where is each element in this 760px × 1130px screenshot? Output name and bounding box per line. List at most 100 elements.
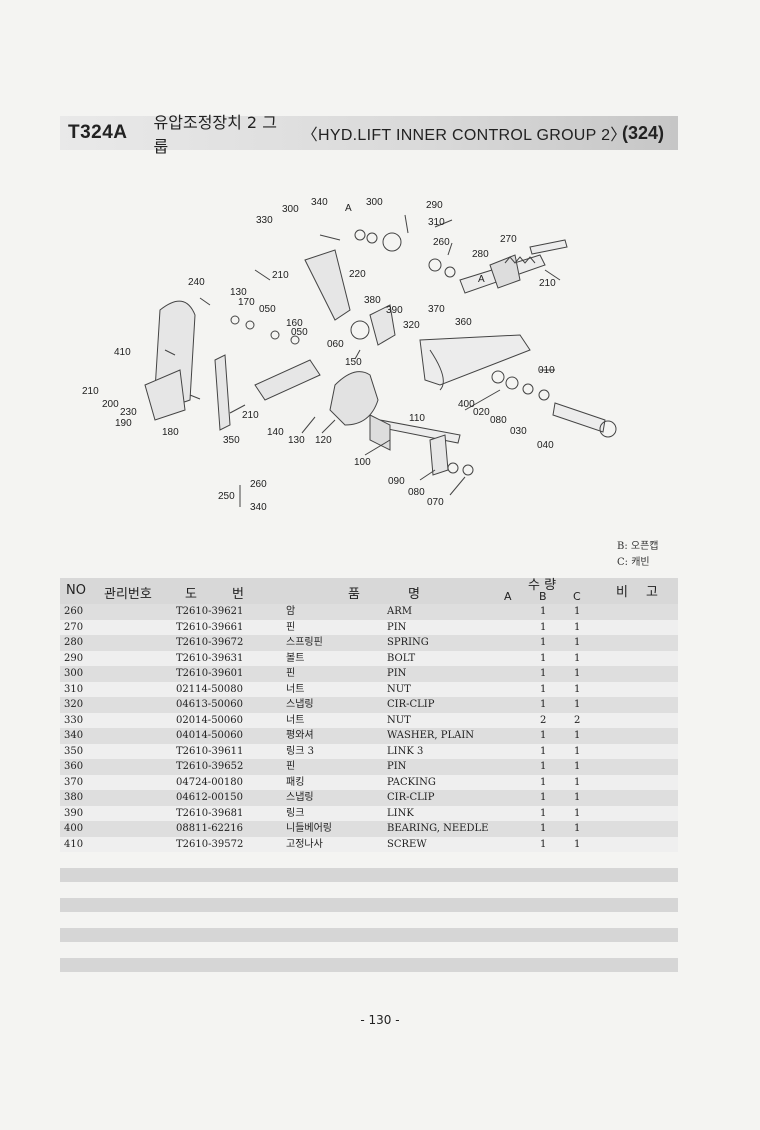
part-number: 04612-00150 xyxy=(176,792,244,803)
callout-label: 390 xyxy=(386,305,403,316)
part-name-korean: 평와셔 xyxy=(286,730,314,741)
callout-label: 050 xyxy=(291,327,308,338)
legend-b: B: 오픈캡 xyxy=(617,541,659,552)
part-no: 270 xyxy=(64,621,84,633)
part-no: 390 xyxy=(64,807,84,819)
callout-label: 160 xyxy=(286,318,303,329)
header-qty: 수 량 xyxy=(528,578,557,593)
callout-label: 230 xyxy=(120,407,137,418)
part-name-english: PIN xyxy=(387,761,407,772)
qty-c: 1 xyxy=(574,730,581,741)
part-number: T2610-39611 xyxy=(176,745,244,757)
qty-c: 1 xyxy=(574,637,581,648)
part-no: 360 xyxy=(64,761,84,772)
part-no: 260 xyxy=(64,606,84,617)
header-name-1: 품 xyxy=(348,587,360,602)
qty-c: 1 xyxy=(574,683,581,695)
callout-label: 210 xyxy=(539,278,556,289)
part-number: T2610-39681 xyxy=(176,807,244,819)
part-name-korean: 너트 xyxy=(286,714,305,726)
qty-c: 1 xyxy=(574,652,581,664)
callout-label: 260 xyxy=(250,479,267,490)
callout-label: 280 xyxy=(472,249,489,260)
callout-label: 210 xyxy=(272,270,289,281)
callout-label: A xyxy=(478,274,485,285)
empty-table-rows xyxy=(60,868,678,988)
qty-b: 1 xyxy=(540,745,547,757)
callout-label: 070 xyxy=(427,497,444,508)
callout-label: 060 xyxy=(327,339,344,350)
table-header: NO 관리번호 도 번 품 명 수 량 A B C 비 고 xyxy=(60,578,678,604)
part-no: 300 xyxy=(64,668,84,679)
part-number: 04613-50060 xyxy=(176,699,244,710)
callout-label: 110 xyxy=(409,413,425,424)
callout-label: 090 xyxy=(388,476,405,487)
callout-label: 050 xyxy=(259,304,276,315)
callout-label: 300 xyxy=(282,204,299,215)
callout-label: 300 xyxy=(366,197,383,208)
callout-label: 100 xyxy=(354,457,371,468)
part-name-korean: 링크 3 xyxy=(286,745,314,757)
qty-c: 1 xyxy=(574,761,581,772)
group-code: T324A xyxy=(68,122,128,143)
part-name-korean: 스프링핀 xyxy=(286,637,323,648)
callout-label: 350 xyxy=(223,435,240,446)
callout-label: 380 xyxy=(364,295,381,306)
callout-label: 290 xyxy=(426,200,443,211)
header-qty-c: C xyxy=(573,590,581,603)
callout-label: 130 xyxy=(288,435,305,446)
part-no: 310 xyxy=(64,683,84,695)
part-name-korean: 패킹 xyxy=(286,776,305,788)
qty-b: 1 xyxy=(540,792,547,803)
quantity-legend: B: 오픈캡 C: 캐빈 xyxy=(617,539,659,571)
part-name-korean: 핀 xyxy=(286,621,296,633)
part-number: T2610-39572 xyxy=(176,838,244,850)
callout-label: 150 xyxy=(345,357,362,368)
callout-label: 360 xyxy=(455,317,472,328)
empty-row xyxy=(60,898,678,912)
part-name-english: BOLT xyxy=(387,652,416,664)
callout-label: 260 xyxy=(433,237,450,248)
qty-c: 1 xyxy=(574,621,581,633)
qty-c: 1 xyxy=(574,776,581,788)
part-name-korean: 암 xyxy=(286,606,296,617)
callout-label: 320 xyxy=(403,320,420,331)
title-english: 〈HYD.LIFT INNER CONTROL GROUP 2〉 xyxy=(301,127,627,144)
qty-b: 1 xyxy=(540,668,547,679)
header-qty-b: B xyxy=(539,590,547,603)
header-mgmt-no: 관리번호 xyxy=(104,587,152,602)
part-name-korean: 링크 xyxy=(286,807,305,819)
part-name-english: LINK 3 xyxy=(387,745,424,757)
callout-label: 020 xyxy=(473,407,490,418)
part-name-korean: 스냅링 xyxy=(286,792,314,803)
part-number: 04014-50060 xyxy=(176,730,244,741)
part-name-korean: 핀 xyxy=(286,668,296,679)
callout-label: 190 xyxy=(115,418,132,429)
callout-label: 120 xyxy=(315,435,332,446)
header-name-2: 명 xyxy=(408,587,420,602)
part-number: T2610-39621 xyxy=(176,606,244,617)
qty-b: 1 xyxy=(540,823,547,834)
callout-label: 340 xyxy=(250,502,267,513)
qty-c: 2 xyxy=(574,714,581,726)
part-number: 08811-62216 xyxy=(176,823,244,834)
qty-b: 1 xyxy=(540,606,547,617)
part-number: T2610-39601 xyxy=(176,668,244,679)
part-name-english: BEARING, NEEDLE xyxy=(387,823,489,834)
part-no: 350 xyxy=(64,745,84,757)
page-number: - 130 - xyxy=(360,1013,400,1027)
callout-label: 220 xyxy=(349,269,366,280)
callout-label: 200 xyxy=(102,399,119,410)
